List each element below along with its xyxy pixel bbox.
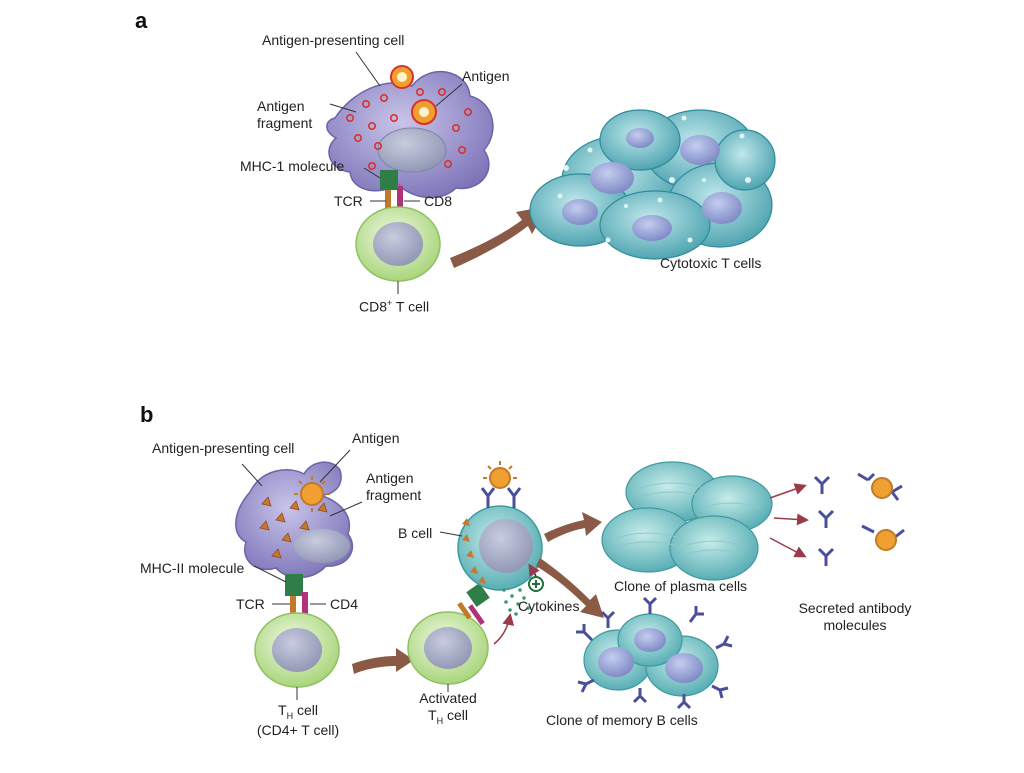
panel-b-arrow-to-plasma (544, 512, 602, 542)
panel-a-apc-label: Antigen-presenting cell (262, 32, 405, 48)
panel-b-arrow-to-memory (536, 558, 604, 618)
panel-b-memory-antibodies (576, 596, 733, 710)
panel-b-th-line1-post: cell (293, 702, 318, 718)
panel-b-apc-label: Antigen-presenting cell (152, 440, 295, 456)
panel-b-plasma-label: Clone of plasma cells (614, 578, 748, 594)
panel-b-cd4-label: CD4 (330, 596, 359, 612)
panel-a-antigen-particle-2 (411, 99, 437, 125)
panel-b-tcr-label: TCR (236, 596, 265, 612)
panel-a-letter: a (135, 8, 148, 33)
panel-b-cytokines-label: Cytokines (518, 598, 580, 614)
panel-b-cytokine-dots (502, 588, 530, 616)
panel-a-result-label: Cytotoxic T cells (660, 255, 762, 271)
panel-b-plasma-er-lines (615, 482, 761, 555)
panel-a-tcell-label-pre: CD8 (359, 298, 388, 315)
panel-b-memory-label: Clone of memory B cells (546, 712, 698, 728)
panel-b-th-line2: (CD4+ T cell) (256, 721, 340, 738)
panel-b-memory-nuclei (598, 628, 703, 683)
panel-a-tcell-label: CD8+ T cell (359, 298, 429, 315)
panel-b-letter: b (140, 402, 154, 427)
panel-a-cd8-label: CD8 (424, 193, 453, 209)
panel-b-cytokine-arrow (493, 613, 515, 645)
panel-a-antigen-particle-1 (390, 65, 414, 89)
panel-b-activated-line2-sub: H (436, 715, 444, 726)
panel-a-mhc-molecule (380, 170, 398, 190)
panel-a-leader-lines (329, 51, 463, 294)
panel-a-cd8 (397, 186, 403, 216)
panel-b-mhc-molecule (285, 574, 303, 596)
panel-b-plus-icon (528, 576, 544, 592)
panel-b-plus-arrow (528, 563, 540, 577)
panel-b-fragment-line1: Antigen (366, 470, 414, 486)
panel-b-activated-label: Activated TH cell (400, 690, 496, 726)
panel-a-tcell-label-sup: + (387, 298, 393, 308)
panel-a-tcr (385, 190, 391, 214)
panel-b-leader-lines (241, 449, 463, 700)
panel-b-th-line1-sub: H (286, 710, 294, 721)
panel-b-activated-line2: TH cell (400, 707, 496, 727)
panel-b-bcell-label: B cell (398, 525, 433, 541)
panel-a-mhc-label: MHC-1 molecule (240, 158, 345, 174)
panel-a-activation-arrow (450, 206, 548, 268)
panel-b-activated-line2-pre: T (428, 706, 437, 723)
panel-a-cytotoxic-granules (557, 115, 751, 243)
panel-b-fragment-label: Antigen fragment (366, 470, 421, 504)
panel-b-secreted-antibodies (813, 472, 905, 566)
panel-a-tcell-label-post: T cell (392, 298, 430, 315)
panel-a-fragment-line1: Antigen (257, 98, 305, 114)
panel-b-apc-nucleus (294, 529, 350, 563)
panel-b-graphics (235, 449, 905, 710)
panel-b-activated-nucleus (424, 627, 472, 669)
panel-b-antibody-label: Secreted antibody molecules (770, 600, 940, 634)
panel-b-activated-line1: Activated (419, 690, 477, 706)
panel-b-tcr (290, 596, 296, 618)
panel-a-fragment-line2: fragment (257, 114, 313, 131)
panel-b-activation-arrow (352, 648, 414, 674)
panel-b-b-cell (457, 461, 543, 591)
panel-a-graphics (326, 51, 776, 294)
panel-b-th-nucleus (272, 628, 322, 672)
panel-b-tcell-bcell-receptors (457, 583, 490, 626)
panel-a-antigen-label: Antigen (462, 68, 510, 84)
panel-b-th-line1: TH cell (236, 702, 360, 722)
panel-b-cd4 (302, 592, 308, 620)
panel-b-fragment-line2: fragment (366, 486, 422, 503)
panel-b-antigen-label: Antigen (352, 430, 400, 446)
panel-a-cytotoxic-nuclei (562, 128, 742, 241)
panel-a-fragment-label: Antigen fragment (257, 98, 312, 132)
panel-b-antigen-particle (294, 476, 330, 512)
panel-b-secretion-arrows (769, 483, 809, 558)
panel-b-antibody-line2: molecules (823, 616, 887, 633)
panel-b-plasma-cells (601, 461, 773, 581)
panel-b-antigen-fragments (259, 496, 328, 559)
panel-a-tcr-label: TCR (334, 193, 363, 209)
panel-b-activated-line2-post: cell (443, 706, 468, 723)
panel-a-t-cell-nucleus (373, 222, 423, 266)
panel-a-apc-nucleus (377, 127, 447, 173)
panel-b-bound-antigens (871, 477, 897, 551)
panel-b-th-label: TH cell (CD4+ T cell) (236, 702, 360, 738)
panel-b-antibody-line1: Secreted antibody (798, 600, 912, 616)
panel-b-mhc-label: MHC-II molecule (140, 560, 245, 576)
panel-a-antigen-fragments (345, 88, 472, 181)
panel-b-th-line1-pre: T (278, 702, 287, 718)
